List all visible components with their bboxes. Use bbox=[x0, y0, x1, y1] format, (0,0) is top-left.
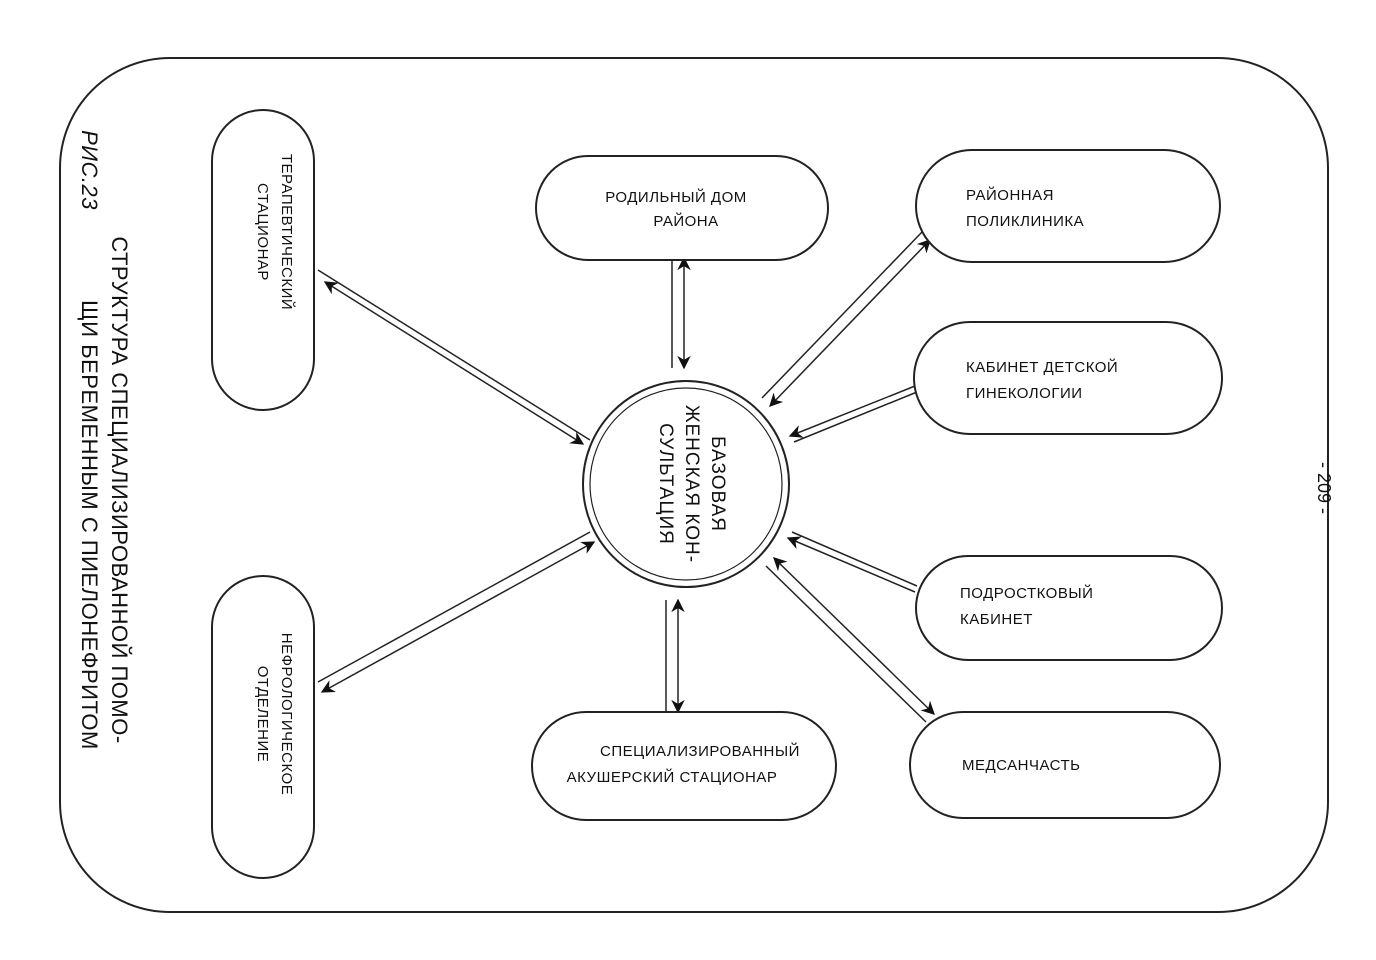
arrow-district-polyclinic bbox=[761, 231, 931, 407]
caption-line-1: СТРУКТУРА СПЕЦИАЛИЗИРОВАННОЙ ПОМО- bbox=[107, 236, 132, 743]
figure-caption: СТРУКТУРА СПЕЦИАЛИЗИРОВАННОЙ ПОМО- РИС.2… bbox=[77, 130, 132, 750]
arrow-nephrology bbox=[317, 531, 596, 693]
node-child-gynecology-line-1: КАБИНЕТ ДЕТСКОЙ bbox=[966, 358, 1118, 376]
arrow-maternity bbox=[671, 256, 691, 370]
caption-line-2: ЩИ БЕРЕМЕННЫМ С ПИЕЛОНЕФРИТОМ bbox=[77, 300, 102, 750]
center-label-line-1: БАЗОВАЯ bbox=[707, 436, 728, 532]
node-nephrology-line-2: ОТДЕЛЕНИЕ bbox=[254, 666, 271, 762]
node-district-polyclinic-line-2: ПОЛИКЛИНИКА bbox=[966, 213, 1084, 230]
node-teen-office-line-1: ПОДРОСТКОВЫЙ bbox=[960, 584, 1093, 602]
node-medical-unit-line-1: МЕДСАНЧАСТЬ bbox=[962, 757, 1081, 774]
page-number: - 209 - bbox=[1314, 462, 1334, 514]
arrow-therapeutic bbox=[317, 269, 591, 445]
node-child-gynecology: КАБИНЕТ ДЕТСКОЙ ГИНЕКОЛОГИИ bbox=[913, 321, 1223, 435]
arrow-child-gynecology bbox=[788, 385, 918, 443]
node-specialized-obstetric: СПЕЦИАЛИЗИРОВАННЫЙ АКУШЕРСКИЙ СТАЦИОНАР bbox=[531, 711, 837, 821]
node-therapeutic-line-2: СТАЦИОНАР bbox=[254, 183, 271, 281]
connectors bbox=[317, 231, 935, 723]
node-therapeutic: ТЕРАПЕВТИЧЕСКИЙ СТАЦИОНАР bbox=[211, 109, 315, 411]
node-nephrology: НЕФРОЛОГИЧЕСКОЕ ОТДЕЛЕНИЕ bbox=[211, 575, 315, 879]
arrow-medical-unit bbox=[765, 557, 935, 723]
node-maternity: РОДИЛЬНЫЙ ДОМ РАЙОНА bbox=[535, 155, 829, 261]
outer-frame bbox=[59, 57, 1329, 913]
arrow-teen-office bbox=[786, 531, 918, 593]
node-maternity-line-2: РАЙОНА bbox=[653, 212, 718, 230]
node-maternity-line-1: РОДИЛЬНЫЙ ДОМ bbox=[605, 188, 747, 206]
node-district-polyclinic: РАЙОННАЯ ПОЛИКЛИНИКА bbox=[915, 149, 1221, 263]
node-district-polyclinic-line-1: РАЙОННАЯ bbox=[966, 186, 1054, 204]
node-nephrology-line-1: НЕФРОЛОГИЧЕСКОЕ bbox=[278, 633, 295, 795]
node-specialized-obstetric-line-2: АКУШЕРСКИЙ СТАЦИОНАР bbox=[567, 768, 778, 786]
arrow-specialized-obstetric bbox=[665, 598, 685, 714]
node-teen-office: ПОДРОСТКОВЫЙ КАБИНЕТ bbox=[915, 555, 1223, 661]
node-therapeutic-line-1: ТЕРАПЕВТИЧЕСКИЙ bbox=[278, 154, 296, 310]
caption-figure-number: РИС.23 bbox=[77, 130, 102, 210]
center-label-line-3: СУЛЬТАЦИЯ bbox=[655, 423, 676, 545]
node-medical-unit: МЕДСАНЧАСТЬ bbox=[909, 711, 1221, 819]
node-teen-office-line-2: КАБИНЕТ bbox=[960, 611, 1033, 628]
node-child-gynecology-line-2: ГИНЕКОЛОГИИ bbox=[966, 385, 1083, 402]
center-label-line-2: ЖЕНСКАЯ КОН- bbox=[681, 405, 702, 563]
node-specialized-obstetric-line-1: СПЕЦИАЛИЗИРОВАННЫЙ bbox=[600, 742, 800, 760]
center-node: БАЗОВАЯ ЖЕНСКАЯ КОН- СУЛЬТАЦИЯ bbox=[582, 380, 790, 588]
